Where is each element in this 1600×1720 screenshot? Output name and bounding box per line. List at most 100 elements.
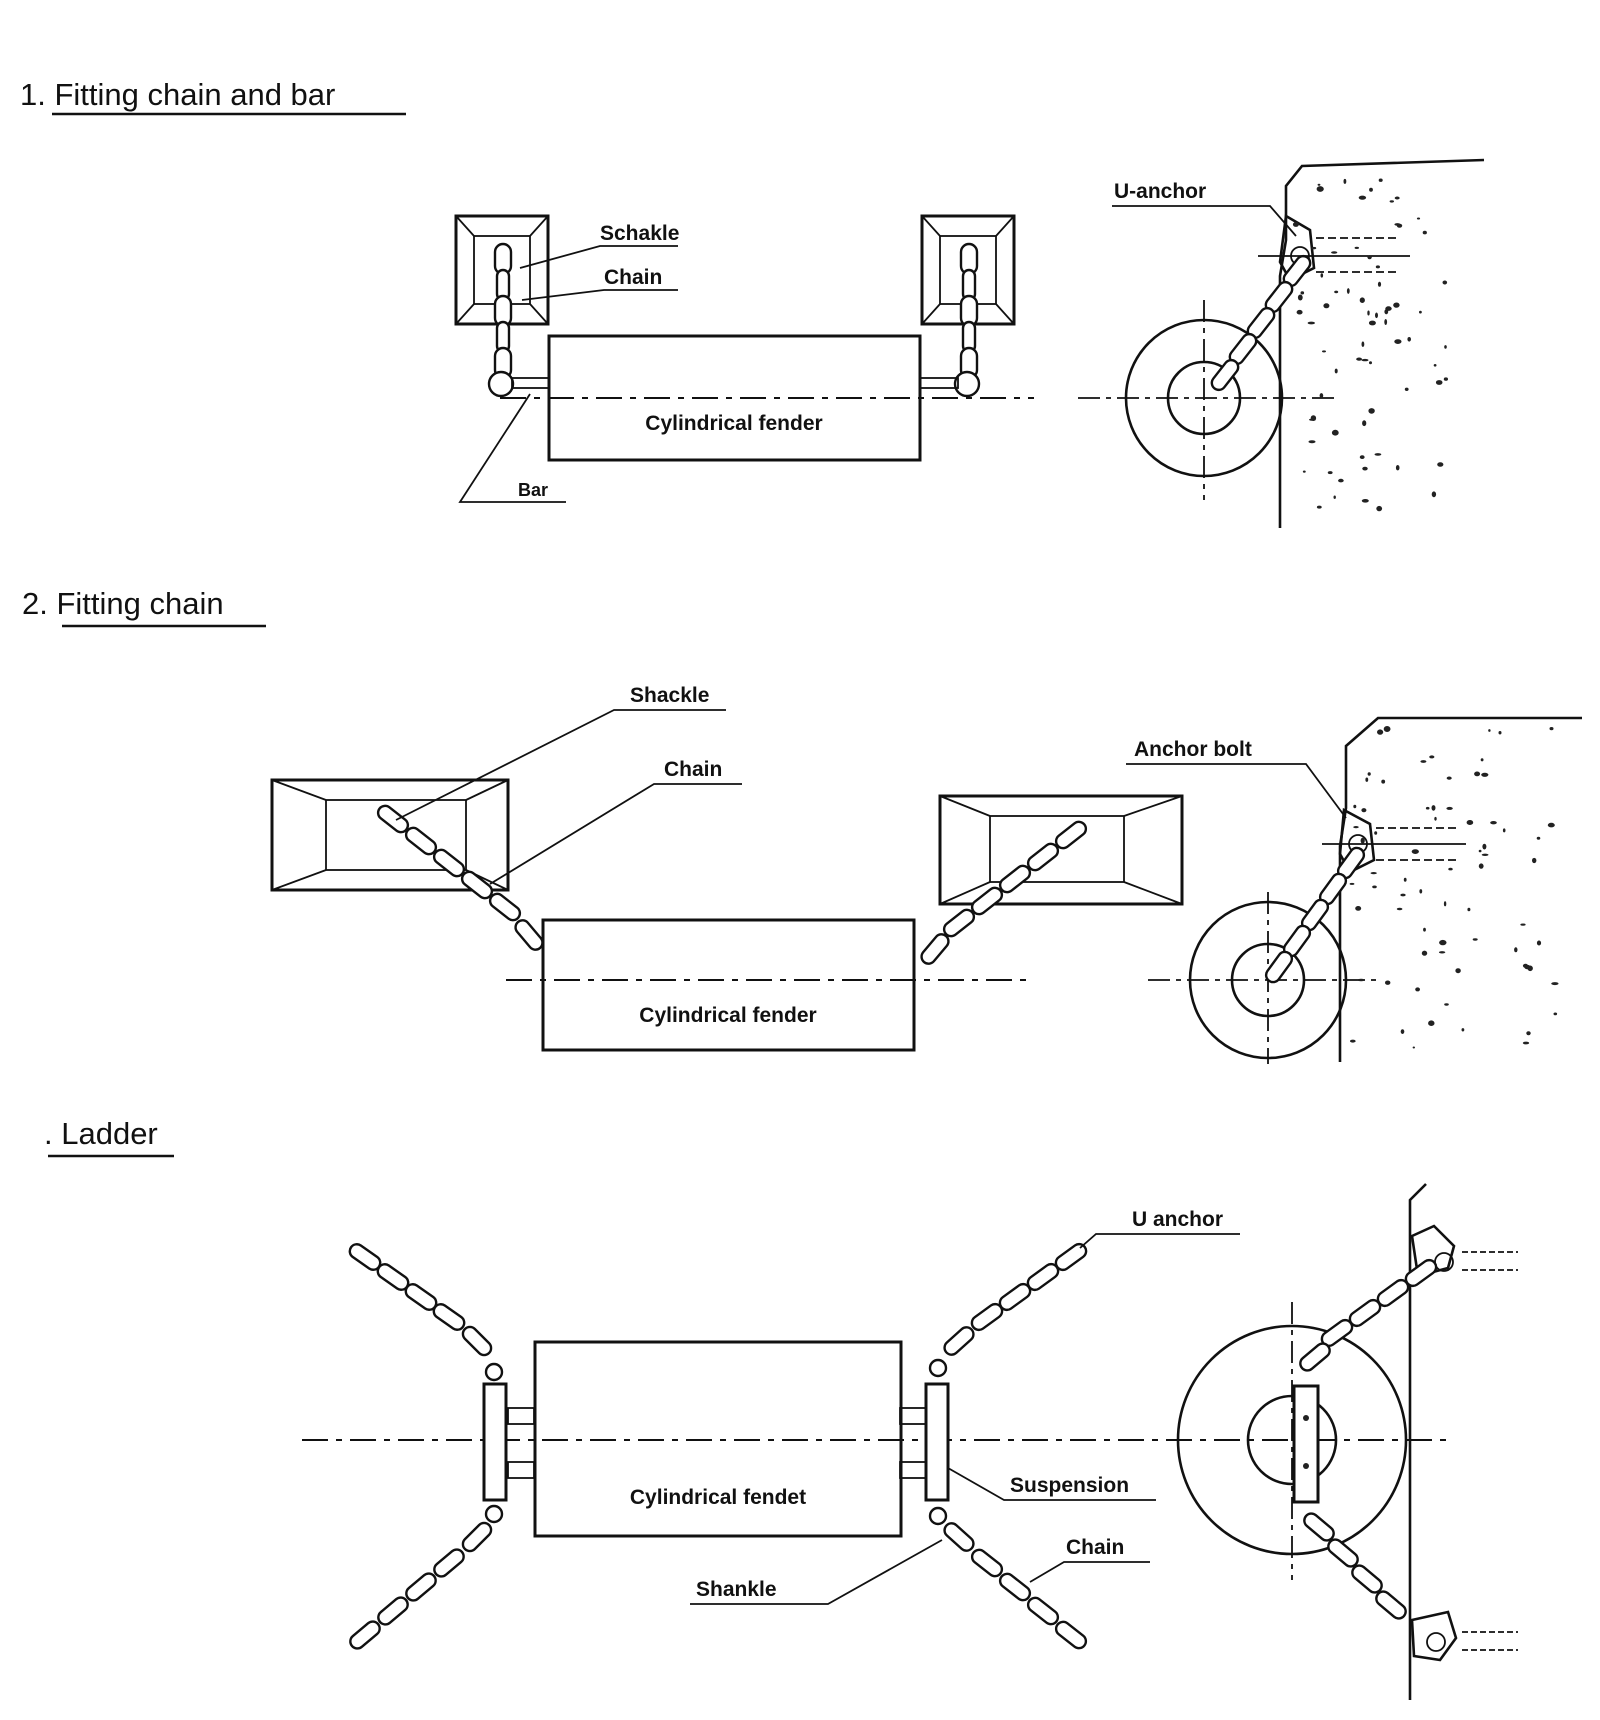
concrete-speck <box>1349 882 1355 885</box>
concrete-speck <box>1383 726 1391 732</box>
concrete-speck <box>1444 1003 1449 1006</box>
concrete-speck <box>1407 337 1411 342</box>
concrete-speck <box>1356 357 1362 361</box>
section-3-heading: . Ladder <box>44 1116 158 1151</box>
concrete-speck <box>1481 772 1489 777</box>
lower-left-chain <box>349 1504 504 1650</box>
concrete-speck <box>1355 906 1362 911</box>
concrete-speck <box>1296 309 1303 315</box>
concrete-speck <box>1302 470 1306 473</box>
concrete-speck <box>1389 200 1395 203</box>
chain-leader-1 <box>521 289 678 301</box>
concrete-speck <box>1400 1029 1405 1034</box>
concrete-speck <box>1334 368 1338 374</box>
concrete-speck <box>1403 877 1407 882</box>
concrete-speck <box>1425 806 1430 810</box>
concrete-speck <box>1502 828 1506 833</box>
concrete-speck <box>1394 196 1400 200</box>
concrete-speck <box>1353 804 1357 809</box>
section-2: 2. Fitting chain <box>22 586 1582 1064</box>
concrete-speck <box>1376 505 1383 512</box>
suspension-label: Suspension <box>1010 1474 1129 1497</box>
concrete-speck <box>1359 455 1365 459</box>
cylindrical-fender-2 <box>541 918 916 1052</box>
concrete-speck <box>1317 183 1321 186</box>
concrete-speck <box>1316 186 1324 192</box>
concrete-speck <box>1368 320 1376 326</box>
u-anchor-label-1: U-anchor <box>1114 180 1206 203</box>
chain-leader-2 <box>489 783 742 885</box>
concrete-speck <box>1444 345 1447 349</box>
concrete-speck <box>1428 1020 1435 1026</box>
concrete-speck <box>1361 499 1369 503</box>
concrete-speck <box>1384 319 1388 325</box>
concrete-speck <box>1498 731 1502 735</box>
concrete-speck <box>1307 321 1316 325</box>
concrete-speck <box>1461 1028 1465 1032</box>
concrete-speck <box>1442 280 1448 285</box>
concrete-speck <box>1480 758 1484 762</box>
left-suspension <box>482 1382 535 1502</box>
concrete-speck <box>1377 729 1384 735</box>
concrete-speck <box>1369 187 1373 192</box>
concrete-speck <box>1323 303 1330 309</box>
concrete-speck <box>1361 341 1365 348</box>
concrete-speck <box>1472 938 1478 941</box>
concrete-speck <box>1474 771 1481 777</box>
concrete-speck <box>1367 772 1371 776</box>
fender-label-2: Cylindrical fender <box>639 1004 816 1027</box>
chain-label-3: Chain <box>1066 1536 1124 1559</box>
concrete-speck <box>1435 380 1443 385</box>
concrete-speck <box>1434 816 1437 821</box>
shackle-leader-1 <box>519 245 678 269</box>
shackle-label-1: Schakle <box>600 222 679 245</box>
chain-label-1: Chain <box>604 266 662 289</box>
concrete-speck <box>1367 310 1370 316</box>
concrete-speck <box>1421 950 1428 956</box>
concrete-speck <box>1316 505 1322 509</box>
concrete-speck <box>1482 843 1487 850</box>
upper-left-chain <box>348 1243 504 1382</box>
concrete-speck <box>1365 777 1369 782</box>
shackle-label-2: Shackle <box>630 684 709 707</box>
side-chain-3-upper <box>1299 1258 1438 1372</box>
bar-label: Bar <box>518 480 548 500</box>
concrete-speck <box>1331 251 1338 254</box>
concrete-speck <box>1448 867 1453 871</box>
right-anchor-block-2 <box>938 794 1184 906</box>
u-anchor-leader-3 <box>1079 1233 1240 1249</box>
concrete-speck <box>1357 978 1365 982</box>
concrete-speck <box>1322 350 1326 353</box>
chain-label-2: Chain <box>664 758 722 781</box>
concrete-speck <box>1358 195 1367 200</box>
concrete-speck <box>1422 230 1427 235</box>
concrete-speck <box>1297 294 1303 301</box>
suspension-leader <box>947 1467 1156 1501</box>
concrete-speck <box>1481 853 1489 856</box>
side-view-3 <box>1176 1183 1518 1700</box>
concrete-speck <box>1412 1046 1416 1049</box>
concrete-speck <box>1310 415 1317 421</box>
section-2-heading: 2. Fitting chain <box>22 586 224 621</box>
bar-leader <box>458 393 566 503</box>
concrete-speck <box>1334 290 1339 294</box>
concrete-speck <box>1333 495 1336 499</box>
side-chain-1 <box>1210 254 1312 392</box>
concrete-speck <box>1338 478 1344 483</box>
concrete-speck <box>1466 820 1474 825</box>
concrete-speck <box>1375 265 1380 269</box>
right-chain-2 <box>920 820 1088 965</box>
concrete-speck <box>1361 358 1369 362</box>
side-view-2: Anchor bolt <box>1126 716 1582 1064</box>
concrete-speck <box>1400 893 1406 897</box>
concrete-speck <box>1443 901 1447 907</box>
concrete-speck <box>1374 831 1378 835</box>
side-chain-3-lower <box>1303 1512 1407 1620</box>
fender-label-3: Cylindrical fendet <box>630 1486 806 1509</box>
concrete-speck <box>1419 310 1422 314</box>
concrete-speck <box>1360 837 1365 844</box>
concrete-speck <box>1416 217 1421 220</box>
concrete-speck <box>1536 836 1541 840</box>
concrete-speck <box>1553 1012 1558 1016</box>
